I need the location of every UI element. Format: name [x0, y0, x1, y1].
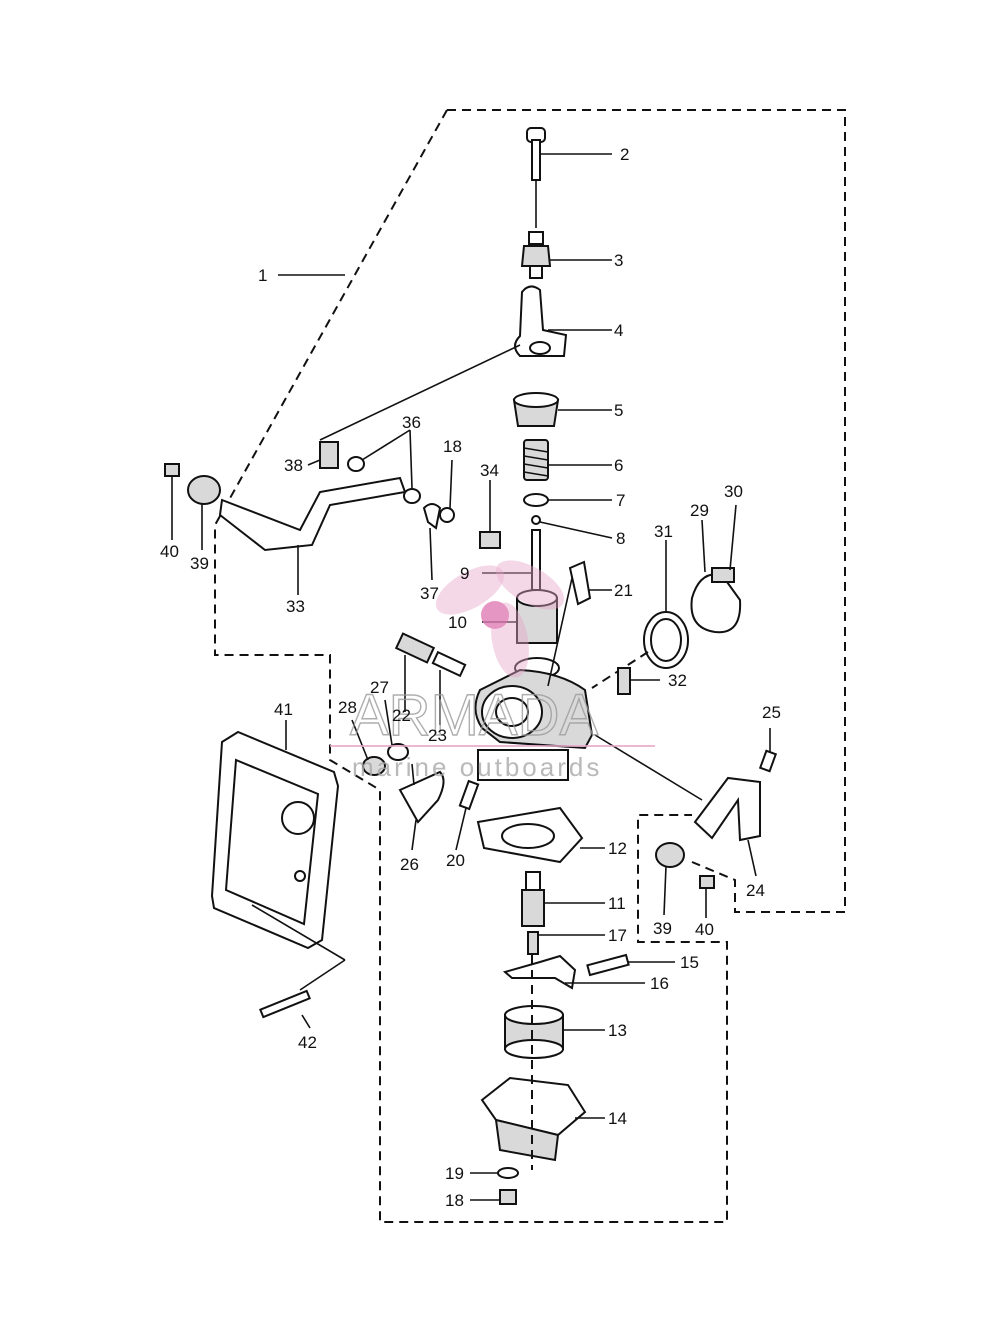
- part-28-nut: [351, 719, 386, 776]
- part-20-pin: [455, 779, 480, 851]
- callout-14: 14: [608, 1109, 627, 1128]
- part-30-screw: [711, 504, 737, 583]
- callout-31: 31: [654, 522, 673, 541]
- callout-1: 1: [258, 266, 267, 285]
- part-40-screw-right: [699, 875, 715, 918]
- part-39-collar-left: [187, 475, 221, 550]
- callout-40-right: 40: [695, 920, 714, 939]
- part-31-oring: [591, 540, 689, 689]
- callout-26: 26: [400, 855, 419, 874]
- part-4-bracket: [319, 285, 612, 441]
- watermark-tagline: marine outboards: [352, 752, 602, 782]
- callout-34: 34: [480, 461, 499, 480]
- callout-labels: 1 2 3 4 5 6 7 8 9 10 11 12 13 14 15 16 1…: [160, 145, 781, 1210]
- part-39-collar-right: [655, 842, 685, 916]
- part-37-clip: [422, 503, 442, 581]
- assembly-boundary: [214, 109, 846, 1223]
- part-36-washer: [347, 429, 421, 504]
- callout-18-bottom: 18: [445, 1191, 464, 1210]
- callout-39-right: 39: [653, 919, 672, 938]
- part-17-needle-valve: [527, 931, 605, 955]
- callout-30: 30: [724, 482, 743, 501]
- callout-42: 42: [298, 1033, 317, 1052]
- part-34-screw: [479, 480, 501, 549]
- callout-8: 8: [616, 529, 625, 548]
- callout-20: 20: [446, 851, 465, 870]
- part-18-drain-screw: [470, 1189, 517, 1205]
- callout-5: 5: [614, 401, 623, 420]
- part-29-clamp: [690, 519, 742, 634]
- callout-22: 22: [392, 706, 411, 725]
- watermark: ARMADA marine outboards: [330, 560, 655, 782]
- part-23-spring-screw: [431, 650, 467, 725]
- callout-13: 13: [608, 1021, 627, 1040]
- part-38-bushing: [307, 441, 339, 469]
- part-5-cap: [512, 392, 612, 427]
- callout-19: 19: [445, 1164, 464, 1183]
- callout-21: 21: [614, 581, 633, 600]
- callout-6: 6: [614, 456, 623, 475]
- callout-25: 25: [762, 703, 781, 722]
- part-41-cover-plate: [210, 720, 340, 950]
- callout-23: 23: [428, 726, 447, 745]
- part-33-control-rod: [218, 476, 407, 595]
- callout-11: 11: [608, 894, 626, 913]
- callout-2: 2: [620, 145, 629, 164]
- part-11-main-jet: [521, 871, 605, 927]
- part-7-washer: [523, 493, 612, 507]
- callout-32: 32: [668, 671, 687, 690]
- part-8-clip: [531, 515, 613, 539]
- callout-33: 33: [286, 597, 305, 616]
- part-27-washer: [384, 699, 409, 761]
- part-6-spring: [523, 439, 612, 481]
- callout-15: 15: [680, 953, 699, 972]
- carburetor-body: [474, 577, 594, 781]
- part-13-float: [504, 1005, 605, 1059]
- callout-40-left: 40: [160, 542, 179, 561]
- part-22-screw: [394, 632, 436, 712]
- callout-3: 3: [614, 251, 623, 270]
- callout-27: 27: [370, 678, 389, 697]
- callout-16: 16: [650, 974, 669, 993]
- callout-10: 10: [448, 613, 467, 632]
- part-26-lever: [398, 763, 445, 851]
- part-12-gasket: [476, 806, 605, 864]
- part-21-fitting: [568, 560, 612, 606]
- callout-4: 4: [614, 321, 623, 340]
- part-14-float-bowl: [480, 1076, 605, 1162]
- callout-36: 36: [402, 413, 421, 432]
- part-19-washer: [470, 1167, 519, 1179]
- watermark-logo: [435, 560, 565, 678]
- callout-39-left: 39: [190, 554, 209, 573]
- callout-28: 28: [338, 698, 357, 717]
- callout-29: 29: [690, 501, 709, 520]
- callout-12: 12: [608, 839, 627, 858]
- watermark-brand: ARMADA: [350, 683, 598, 748]
- part-10-throttle-valve: [482, 589, 558, 644]
- part-32-screw: [617, 667, 660, 695]
- callout-9: 9: [460, 564, 469, 583]
- callout-18-top: 18: [443, 437, 462, 456]
- part-18-eclip: [439, 459, 455, 523]
- part-25-pin: [758, 728, 778, 773]
- callout-37: 37: [420, 584, 439, 603]
- part-3-nut: [520, 231, 612, 279]
- part-2-needle: [526, 127, 612, 228]
- callout-38: 38: [284, 456, 303, 475]
- part-16-float-arm: [502, 954, 645, 990]
- callout-7: 7: [616, 491, 625, 510]
- part-40-screw-left: [164, 463, 180, 540]
- part-42-long-screw: [251, 904, 346, 1029]
- callout-41: 41: [274, 700, 293, 719]
- callout-24: 24: [746, 881, 765, 900]
- callout-17: 17: [608, 926, 627, 945]
- part-15-pin: [586, 953, 675, 977]
